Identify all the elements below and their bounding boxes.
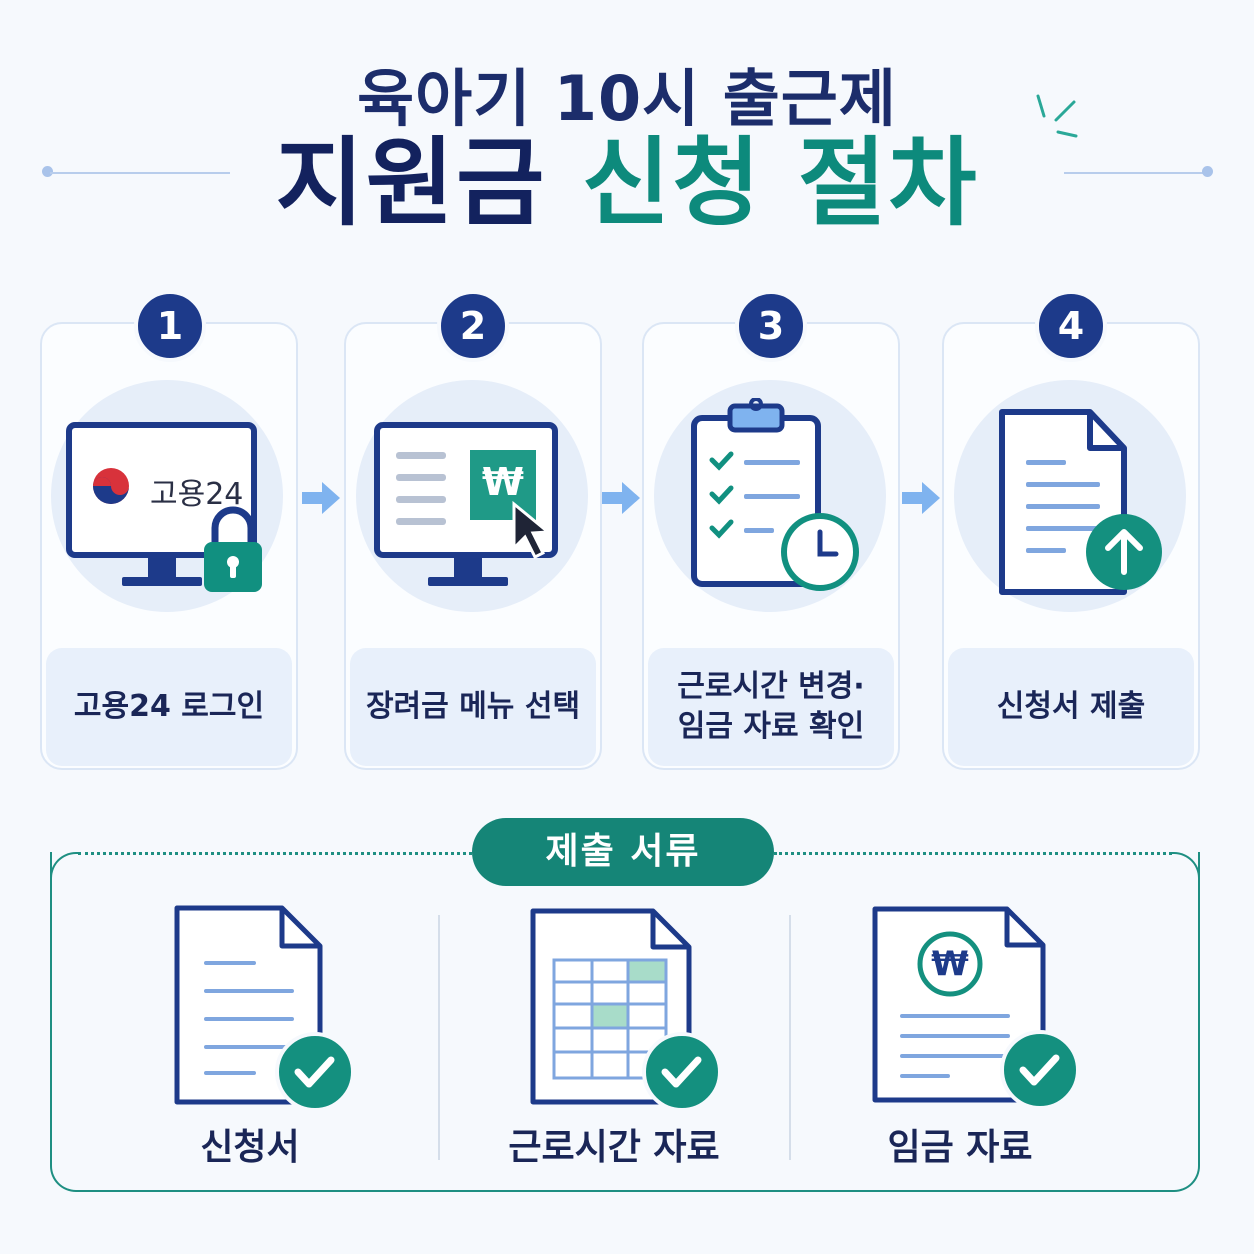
spreadsheet-check-icon bbox=[530, 908, 722, 1113]
left-deco-line bbox=[50, 172, 230, 174]
wage-document-check-icon: ₩ bbox=[872, 906, 1084, 1111]
dotted-border bbox=[78, 852, 472, 855]
document-check-icon bbox=[174, 905, 356, 1115]
page-title: 지원금 신청 절차 bbox=[0, 128, 1254, 238]
subtitle: 육아기 10시 출근제 bbox=[357, 62, 897, 135]
panel-corner bbox=[50, 852, 80, 882]
right-line-dot bbox=[1202, 166, 1213, 177]
arrow-right-icon bbox=[900, 480, 942, 516]
document-label-1: 신청서 bbox=[200, 1127, 300, 1168]
step-label-text: 장려금 메뉴 선택 bbox=[365, 689, 581, 724]
left-line-dot bbox=[42, 166, 53, 177]
right-deco-line bbox=[1064, 172, 1204, 174]
arrow-right-icon bbox=[300, 480, 342, 516]
sparkle-icon bbox=[1030, 88, 1080, 148]
monitor-won-cursor-icon: ₩ bbox=[374, 422, 564, 597]
step-label-3: 근로시간 변경· 임금 자료 확인 bbox=[648, 648, 894, 766]
step-label-line1: 근로시간 변경· bbox=[677, 669, 865, 704]
divider bbox=[789, 915, 791, 1160]
monitor-lock-icon: 고용24 bbox=[66, 422, 266, 597]
step-label-text: 신청서 제출 bbox=[996, 689, 1146, 724]
step-number-3: 3 bbox=[735, 290, 807, 362]
step-label-2: 장려금 메뉴 선택 bbox=[350, 648, 596, 766]
dotted-border bbox=[774, 852, 1172, 855]
step-label-text: 고용24 로그인 bbox=[73, 689, 265, 724]
step-number-2: 2 bbox=[437, 290, 509, 362]
title-accent: 신청 절차 bbox=[581, 127, 979, 239]
clipboard-clock-icon bbox=[690, 397, 865, 593]
arrow-right-icon bbox=[600, 480, 642, 516]
step-number-1: 1 bbox=[134, 290, 206, 362]
screen-logo-text: 고용24 bbox=[150, 477, 244, 512]
step-label-4: 신청서 제출 bbox=[948, 648, 1194, 766]
document-label-3: 임금 자료 bbox=[887, 1127, 1033, 1168]
step-label-line2: 임금 자료 확인 bbox=[677, 709, 865, 744]
documents-title: 제출 서류 bbox=[472, 818, 774, 886]
document-label-2: 근로시간 자료 bbox=[508, 1127, 720, 1168]
documents-panel bbox=[50, 852, 1200, 1192]
title-main: 지원금 bbox=[275, 127, 547, 239]
document-upload-icon bbox=[998, 408, 1168, 598]
won-symbol: ₩ bbox=[482, 460, 524, 504]
won-symbol: ₩ bbox=[931, 944, 969, 984]
step-label-1: 고용24 로그인 bbox=[46, 648, 292, 766]
step-number-4: 4 bbox=[1035, 290, 1107, 362]
divider bbox=[438, 915, 440, 1160]
